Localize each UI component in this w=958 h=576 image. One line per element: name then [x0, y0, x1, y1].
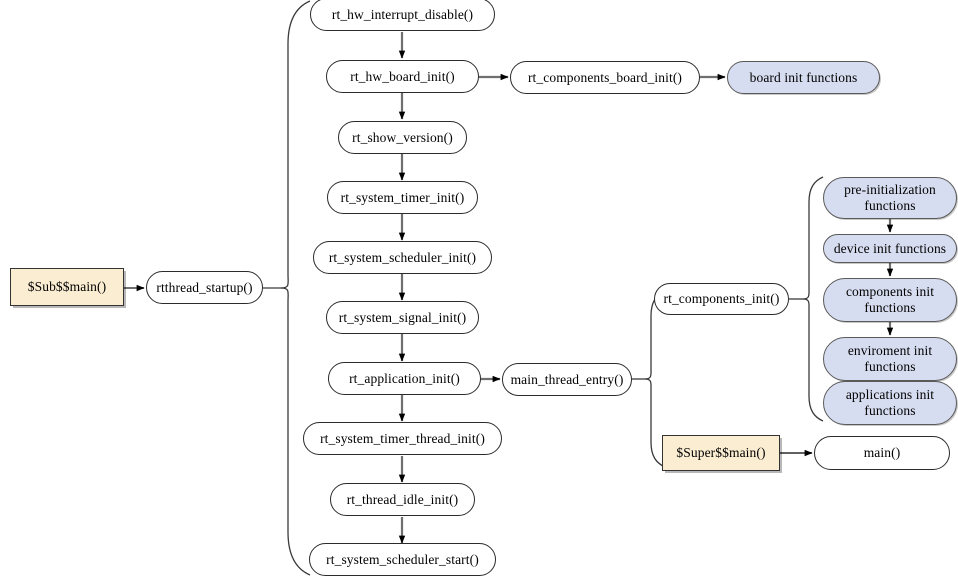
brace-startup-sequence — [263, 0, 311, 576]
node-rt-thread-idle-init[interactable]: rt_thread_idle_init() — [330, 483, 475, 516]
node-rt-hw-interrupt-disable[interactable]: rt_hw_interrupt_disable() — [310, 0, 495, 31]
node-board-init-functions[interactable]: board init functions — [727, 61, 880, 94]
brace-components-init — [789, 176, 824, 422]
node-rt-show-version[interactable]: rt_show_version() — [338, 121, 467, 154]
node-device-init-functions[interactable]: device init functions — [823, 234, 957, 263]
node-main-thread-entry[interactable]: main_thread_entry() — [502, 363, 632, 396]
node-sub-main[interactable]: $Sub$$main() — [10, 268, 124, 306]
node-rt-system-signal-init[interactable]: rt_system_signal_init() — [326, 301, 479, 334]
node-components-init-functions[interactable]: components init functions — [823, 278, 957, 322]
node-pre-initialization-functions[interactable]: pre-initialization functions — [823, 177, 957, 219]
brace-main-thread-entry — [632, 290, 666, 468]
node-rt-components-board-init[interactable]: rt_components_board_init() — [510, 61, 700, 94]
node-applications-init-functions[interactable]: applications init functions — [823, 381, 957, 425]
node-enviroment-init-functions[interactable]: enviroment init functions — [823, 337, 957, 381]
node-rt-hw-board-init[interactable]: rt_hw_board_init() — [326, 60, 479, 93]
node-rt-system-scheduler-start[interactable]: rt_system_scheduler_start() — [309, 543, 496, 576]
node-main[interactable]: main() — [814, 436, 950, 470]
node-rt-system-timer-thread-init[interactable]: rt_system_timer_thread_init() — [303, 422, 502, 455]
node-rtthread-startup[interactable]: rtthread_startup() — [146, 271, 263, 304]
node-rt-system-scheduler-init[interactable]: rt_system_scheduler_init() — [313, 241, 492, 274]
node-super-main[interactable]: $Super$$main() — [662, 435, 780, 471]
node-rt-components-init[interactable]: rt_components_init() — [654, 283, 789, 315]
node-rt-application-init[interactable]: rt_application_init() — [328, 362, 481, 395]
node-rt-system-timer-init[interactable]: rt_system_timer_init() — [327, 181, 478, 214]
